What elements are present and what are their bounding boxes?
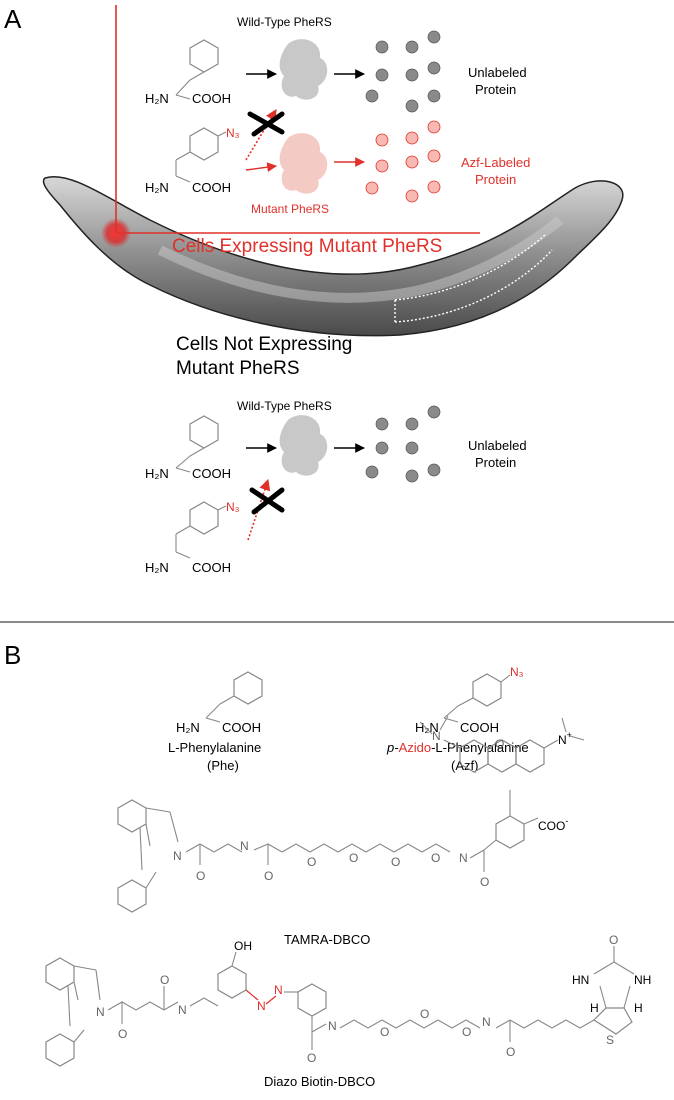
cooh-bottom: COOH [192, 466, 231, 481]
diazo-name: Diazo Biotin-DBCO [264, 1074, 375, 1089]
diazo-nh: NH [634, 973, 651, 987]
phe-structure: H₂N COOH [176, 671, 263, 735]
diazo-biotin-dbco-structure: N O O N OH N N O N O O O N O S [45, 933, 651, 1067]
diazo-biotin-o: O [609, 933, 618, 947]
tamra-nplus: N+ [558, 730, 572, 747]
mutant-pheRS-label: Mutant PheRS [251, 202, 329, 216]
tamra-name: TAMRA-DBCO [284, 932, 370, 947]
wt-pheRS-bottom-label: Wild-Type PheRS [237, 399, 332, 413]
diazo-o5: O [420, 1007, 429, 1021]
cells-not-expressing-line1: Cells Not Expressing [176, 334, 352, 355]
azf-abbr: (Azf) [451, 758, 478, 773]
cooh-azf-bottom: COOH [192, 560, 231, 575]
diazo-oh: OH [234, 939, 252, 953]
cooh-azf-top: COOH [192, 180, 231, 195]
tamra-nme2-left: N [432, 729, 441, 743]
block-x-bottom [249, 487, 285, 515]
azf-h2n: H₂N [415, 720, 439, 735]
diazo-o6: O [462, 1025, 471, 1039]
phe-abbr: (Phe) [207, 758, 239, 773]
h2n-top: H₂N [145, 91, 169, 106]
azf-cooh: COOH [460, 720, 499, 735]
cells-not-expressing-line2: Mutant PheRS [176, 358, 300, 379]
unlabeled-bottom-line1: Unlabeled [468, 438, 527, 453]
azf-labeled-line2: Protein [475, 172, 516, 187]
diazo-o7: O [506, 1045, 515, 1059]
diazo-o4: O [380, 1025, 389, 1039]
phe-molecule-top: H₂N COOH [145, 39, 231, 106]
phe-cooh: COOH [222, 720, 261, 735]
azf-labeled-dots [365, 120, 441, 203]
cooh-top: COOH [192, 91, 231, 106]
tamra-dbco-structure: N O N O O O O O N O COO- O N N+ [117, 715, 585, 913]
wt-pheRS-top-label: Wild-Type PheRS [237, 15, 332, 29]
diazo-hn: HN [572, 973, 589, 987]
block-x-top [247, 111, 285, 137]
unlabeled-top-line2: Protein [475, 82, 516, 97]
tamra-o2: O [264, 869, 273, 883]
diazo-h-right: H [634, 1001, 643, 1015]
azf-molecule-bottom: N₃ H₂N COOH [145, 500, 240, 575]
unlabeled-dots-bottom [365, 405, 441, 483]
unlabeled-dots-top [365, 30, 441, 113]
azf-n3: N₃ [510, 665, 524, 679]
diazo-n1: N [96, 1005, 105, 1019]
diazo-azo-n2: N [274, 983, 283, 997]
h2n-azf-bottom: H₂N [145, 560, 169, 575]
tamra-o3: O [307, 855, 316, 869]
h2n-azf-top: H₂N [145, 180, 169, 195]
phe-h2n: H₂N [176, 720, 200, 735]
azf-labeled-line1: Azf-Labeled [461, 155, 530, 170]
diazo-h-left: H [590, 1001, 599, 1015]
diazo-nh2: N [328, 1019, 337, 1033]
phe-molecule-bottom: H₂N COOH [145, 415, 231, 481]
tamra-o1: O [196, 869, 205, 883]
mutant-enzyme [279, 133, 328, 194]
diazo-nh3: N [482, 1015, 491, 1029]
blocked-arrow-top [245, 109, 277, 161]
tamra-nh2: N [459, 851, 468, 865]
tamra-n: N [173, 849, 182, 863]
tamra-nh1: N [240, 839, 249, 853]
tamra-o4: O [349, 851, 358, 865]
tamra-o5: O [391, 855, 400, 869]
arrow-mutant-in [245, 162, 277, 173]
unlabeled-bottom-line2: Protein [475, 455, 516, 470]
blocked-arrow-bottom [247, 478, 271, 541]
h2n-bottom: H₂N [145, 466, 169, 481]
phe-name: L-Phenylalanine [168, 740, 261, 755]
wt-enzyme-bottom [279, 415, 328, 476]
azf-structure: N₃ H₂N COOH [415, 665, 524, 735]
wt-enzyme-top [279, 39, 328, 100]
diazo-o2: O [160, 973, 169, 987]
tamra-coo: COO- [538, 816, 568, 833]
diazo-o3: O [307, 1051, 316, 1065]
tamra-o6: O [431, 851, 440, 865]
diazo-azo-n1: N [257, 999, 266, 1013]
panel-b-label: B [4, 640, 21, 670]
diazo-nh1: N [178, 1003, 187, 1017]
diazo-o1: O [118, 1027, 127, 1041]
unlabeled-top-line1: Unlabeled [468, 65, 527, 80]
panel-a-label: A [4, 4, 22, 34]
n3-bottom: N₃ [226, 500, 240, 514]
n3-top: N₃ [226, 126, 240, 140]
tamra-xo: O [495, 737, 504, 751]
diazo-s: S [606, 1033, 614, 1047]
azf-name: p-Azido-L-Phenylalanine [386, 740, 529, 755]
tamra-o7: O [480, 875, 489, 889]
azf-molecule-top: N₃ H₂N COOH [145, 126, 240, 195]
cells-expressing-label: Cells Expressing Mutant PheRS [172, 236, 442, 257]
worm-image [42, 175, 624, 337]
